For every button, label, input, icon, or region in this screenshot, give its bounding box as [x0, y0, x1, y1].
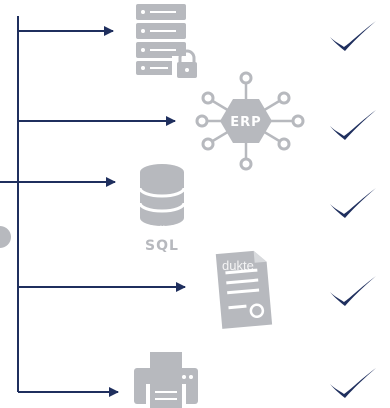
document-icon [215, 250, 273, 329]
sql-label: SQL [145, 238, 179, 254]
faded-label-right: dukte [222, 258, 254, 273]
check-icon [330, 276, 376, 306]
server-lock-icon [136, 4, 202, 84]
erp-hub-icon: ERP [195, 71, 305, 171]
checkmarks [330, 21, 376, 398]
check-icon [330, 21, 376, 51]
check-icon [330, 188, 376, 218]
erp-label: ERP [230, 115, 261, 130]
connector-lines [0, 16, 186, 397]
source-node-icon [0, 226, 11, 248]
faded-label-left: e Bil [140, 223, 165, 238]
check-icon [330, 110, 376, 140]
printer-icon [134, 352, 198, 408]
check-icon [330, 368, 376, 398]
sql-database-icon: SQL e Bil [138, 164, 186, 254]
